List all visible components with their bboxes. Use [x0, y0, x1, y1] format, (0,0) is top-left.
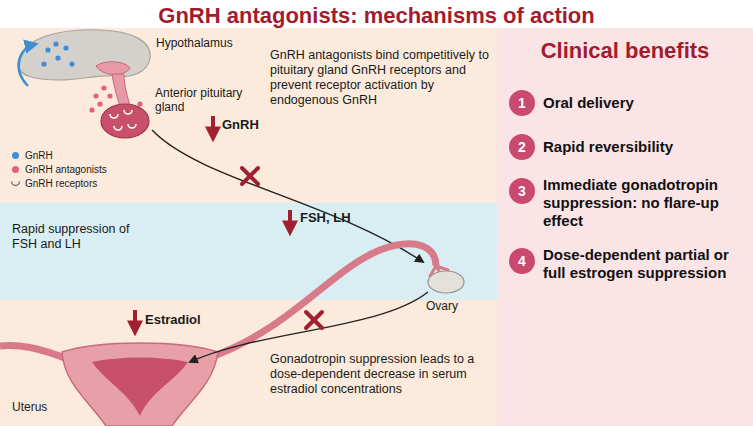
- benefits-panel: Clinical benefits1Oral delivery2Rapid re…: [497, 28, 753, 426]
- benefit-text: Dose-dependent partial or full estrogen …: [543, 246, 747, 282]
- signal-arrow: [190, 292, 428, 362]
- block-cross: [242, 168, 258, 184]
- hormone-label: GnRH: [222, 117, 259, 133]
- callout-number: 1: [509, 90, 535, 116]
- antagonist-dots: [89, 85, 142, 112]
- lower-band: [0, 300, 497, 426]
- receptor-symbols: [110, 110, 136, 130]
- number-circle: 2Rapid reversibility: [509, 134, 535, 160]
- hormone-label: Estradiol: [145, 312, 201, 328]
- callout-number: 3: [509, 178, 535, 204]
- legend-row: GnRH receptors: [10, 178, 97, 189]
- block-cross: [306, 312, 322, 328]
- fallopian-tube: [0, 346, 70, 360]
- legend-swatch: [12, 152, 19, 159]
- decrease-arrow: [133, 310, 137, 330]
- pituitary-gland: [101, 104, 149, 138]
- decrease-arrow: [288, 210, 292, 230]
- uterine-cavity: [92, 358, 188, 417]
- decrease-arrow: [211, 116, 215, 136]
- benefit-text: Rapid reversibility: [543, 138, 747, 156]
- gnrh-dots: [41, 41, 74, 66]
- uterus-shape: [62, 343, 218, 426]
- callout-number: 4: [509, 248, 535, 274]
- number-circle: 3Immediate gonadotropin suppression: no …: [509, 178, 535, 204]
- legend-row: GnRH antagonists: [10, 164, 107, 175]
- legend-row: GnRH: [10, 150, 53, 161]
- benefit-text: Oral delivery: [543, 94, 747, 112]
- legend-swatch: [12, 166, 19, 173]
- effect-note: Rapid suppression of FSH and LH: [12, 222, 142, 252]
- legend-text: GnRH receptors: [25, 178, 97, 189]
- benefit-text: Immediate gonadotropin suppression: no f…: [543, 176, 747, 230]
- pituitary-stalk: [112, 74, 130, 106]
- panel-heading: Clinical benefits: [497, 38, 753, 64]
- organ-label: Hypothalamus: [156, 36, 233, 50]
- hypothalamus-region: [96, 62, 130, 75]
- organ-label: Anterior pituitary gland: [155, 86, 255, 115]
- legend-text: GnRH: [25, 150, 53, 161]
- middle-band: [0, 203, 497, 300]
- receptor-symbol: [10, 180, 21, 188]
- ovary-shape: [428, 271, 464, 293]
- upper-band: [0, 28, 497, 203]
- description-note: Gonadotropin suppression leads to a dose…: [270, 352, 492, 397]
- fallopian-tube: [208, 244, 436, 358]
- brain-shape: [18, 30, 150, 80]
- number-circle: 4Dose-dependent partial or full estrogen…: [509, 248, 535, 274]
- number-circle: 1Oral delivery: [509, 90, 535, 116]
- description-note: GnRH antagonists bind competitively to p…: [270, 48, 492, 108]
- callout-number: 2: [509, 134, 535, 160]
- legend-text: GnRH antagonists: [25, 164, 107, 175]
- signal-arrow: [152, 130, 423, 262]
- release-arrow: [19, 44, 36, 86]
- hormone-label: FSH, LH: [300, 210, 351, 226]
- title: GnRH antagonists: mechanisms of action: [0, 3, 753, 29]
- organ-label: Uterus: [12, 400, 47, 414]
- organ-label: Ovary: [426, 299, 458, 313]
